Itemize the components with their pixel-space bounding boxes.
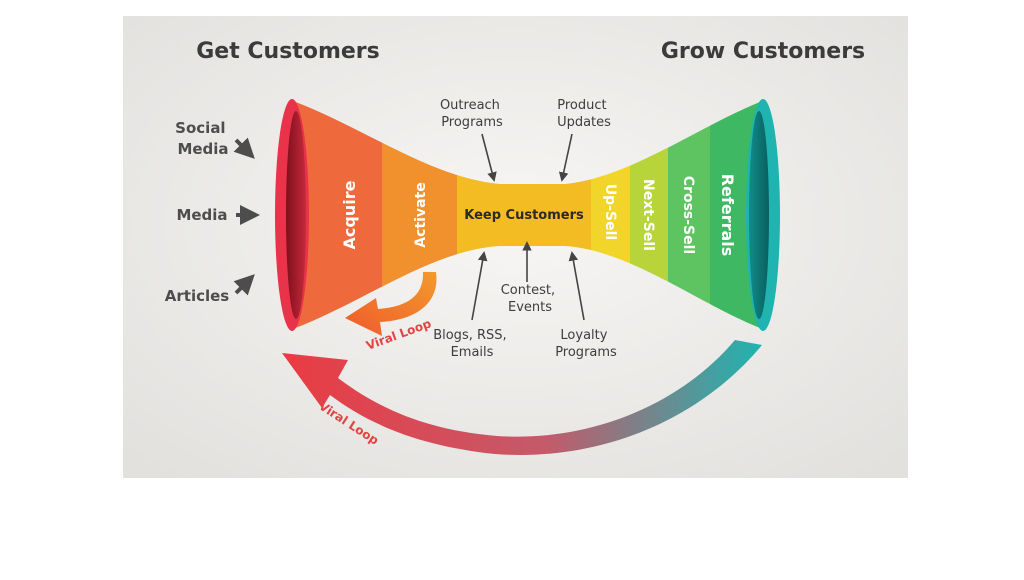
stage-activate-label: Activate xyxy=(413,182,429,247)
product-updates-arrow-icon xyxy=(558,133,573,182)
stage-crosssell-label: Cross-Sell xyxy=(680,176,696,254)
source-media-label: Media xyxy=(176,206,227,224)
title-get-customers: Get Customers xyxy=(196,39,379,64)
stage-keep-customers-label: Keep Customers xyxy=(464,208,584,223)
left-funnel-opening xyxy=(275,99,309,331)
stage-acquire-label: Acquire xyxy=(340,180,359,249)
articles-arrow-icon xyxy=(233,274,255,296)
product-updates-label: Product Updates xyxy=(557,98,611,130)
stage-referrals-label: Referrals xyxy=(718,174,737,257)
loyalty-arrow-icon xyxy=(568,251,585,321)
blogs-rss-emails-label: Blogs, RSS, Emails xyxy=(433,328,511,360)
background-panel xyxy=(123,16,908,478)
outreach-arrow-icon xyxy=(481,133,497,182)
stage-upsell-label: Up-Sell xyxy=(602,184,618,240)
blogs-arrow-icon xyxy=(471,251,488,321)
social-media-arrow-icon xyxy=(233,137,255,159)
large-viral-loop-arrow xyxy=(282,340,762,455)
small-viral-loop-arrow xyxy=(345,272,437,336)
loyalty-programs-label: Loyalty Programs xyxy=(555,328,617,360)
title-grow-customers: Grow Customers xyxy=(661,39,865,64)
source-articles-label: Articles xyxy=(165,287,230,305)
source-social-media-label: Social Media xyxy=(175,119,231,158)
right-funnel-opening xyxy=(746,99,780,331)
contest-events-label: Contest, Events xyxy=(501,283,560,315)
outreach-programs-label: Outreach Programs xyxy=(440,98,504,130)
stage-nextsell-label: Next-Sell xyxy=(640,179,656,251)
